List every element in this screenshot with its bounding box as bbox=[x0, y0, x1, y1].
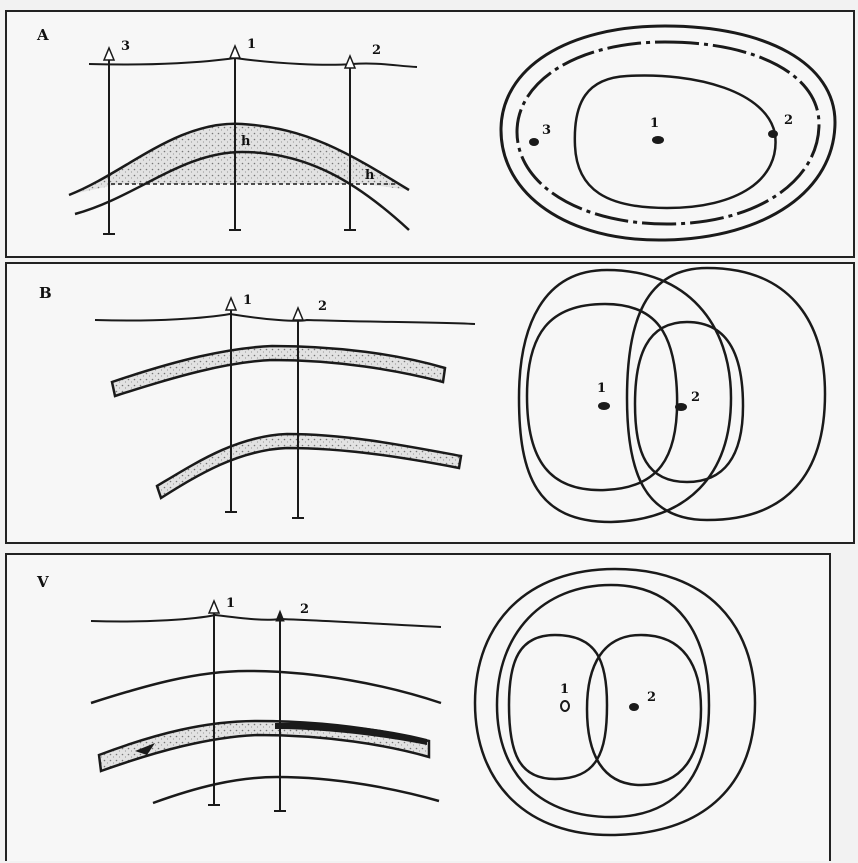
well-1-label: 1 bbox=[226, 596, 235, 611]
inner-contour bbox=[575, 75, 776, 208]
well-2-label: 2 bbox=[300, 602, 309, 617]
well-3-label: 3 bbox=[121, 39, 130, 54]
map-well-2-label: 2 bbox=[647, 690, 656, 705]
well-1 bbox=[208, 601, 220, 805]
map-well-1-label: 1 bbox=[560, 682, 569, 697]
map-well-3 bbox=[529, 138, 539, 146]
map-well-2 bbox=[629, 703, 639, 711]
map-well-1 bbox=[561, 701, 569, 711]
well-2-label: 2 bbox=[318, 299, 327, 314]
surface-line bbox=[95, 314, 475, 324]
lower-reservoir bbox=[157, 434, 461, 498]
map-well-1 bbox=[598, 402, 610, 410]
upper-horizon bbox=[91, 671, 441, 703]
panel-v: V 1 2 1 2 bbox=[5, 553, 831, 861]
well-3 bbox=[103, 48, 115, 234]
panel-v-drawing: V 1 2 1 2 bbox=[7, 555, 833, 863]
contour-2-outer bbox=[627, 268, 825, 520]
well-2 bbox=[344, 56, 356, 230]
map-well-3-label: 3 bbox=[542, 123, 551, 138]
surface-line bbox=[91, 615, 441, 627]
map-well-2 bbox=[675, 403, 687, 411]
contour-1 bbox=[509, 635, 607, 779]
surface-line bbox=[89, 58, 417, 67]
mid-contour bbox=[497, 585, 709, 817]
well-1-label: 1 bbox=[247, 37, 256, 52]
panel-b-label: B bbox=[39, 284, 52, 302]
panel-a-drawing: A h h 3 1 2 3 bbox=[7, 12, 857, 260]
map-well-1-label: 1 bbox=[650, 116, 659, 131]
map-well-2 bbox=[768, 130, 778, 138]
well-2-label: 2 bbox=[372, 43, 381, 58]
panel-a-label: A bbox=[36, 26, 49, 44]
panel-a: A h h 3 1 2 3 bbox=[5, 10, 855, 258]
h-label-1: h bbox=[241, 134, 251, 149]
contour-1-inner bbox=[527, 304, 677, 490]
h-label-2: h bbox=[365, 168, 375, 183]
map-well-1 bbox=[652, 136, 664, 144]
outer-contour bbox=[475, 569, 755, 835]
well-2 bbox=[292, 308, 304, 518]
lower-horizon bbox=[153, 777, 439, 803]
panel-b: B 1 2 1 2 bbox=[5, 262, 855, 544]
panel-b-drawing: B 1 2 1 2 bbox=[7, 264, 857, 546]
panel-v-label: V bbox=[36, 573, 49, 591]
well-2 bbox=[274, 611, 286, 811]
well-1-label: 1 bbox=[243, 293, 252, 308]
well-1 bbox=[225, 298, 237, 512]
map-well-2-label: 2 bbox=[691, 390, 700, 405]
map-well-2-label: 2 bbox=[784, 113, 793, 128]
contour-2-inner bbox=[635, 322, 743, 482]
upper-reservoir bbox=[112, 346, 445, 396]
contour-2 bbox=[587, 635, 701, 785]
map-well-1-label: 1 bbox=[597, 381, 606, 396]
